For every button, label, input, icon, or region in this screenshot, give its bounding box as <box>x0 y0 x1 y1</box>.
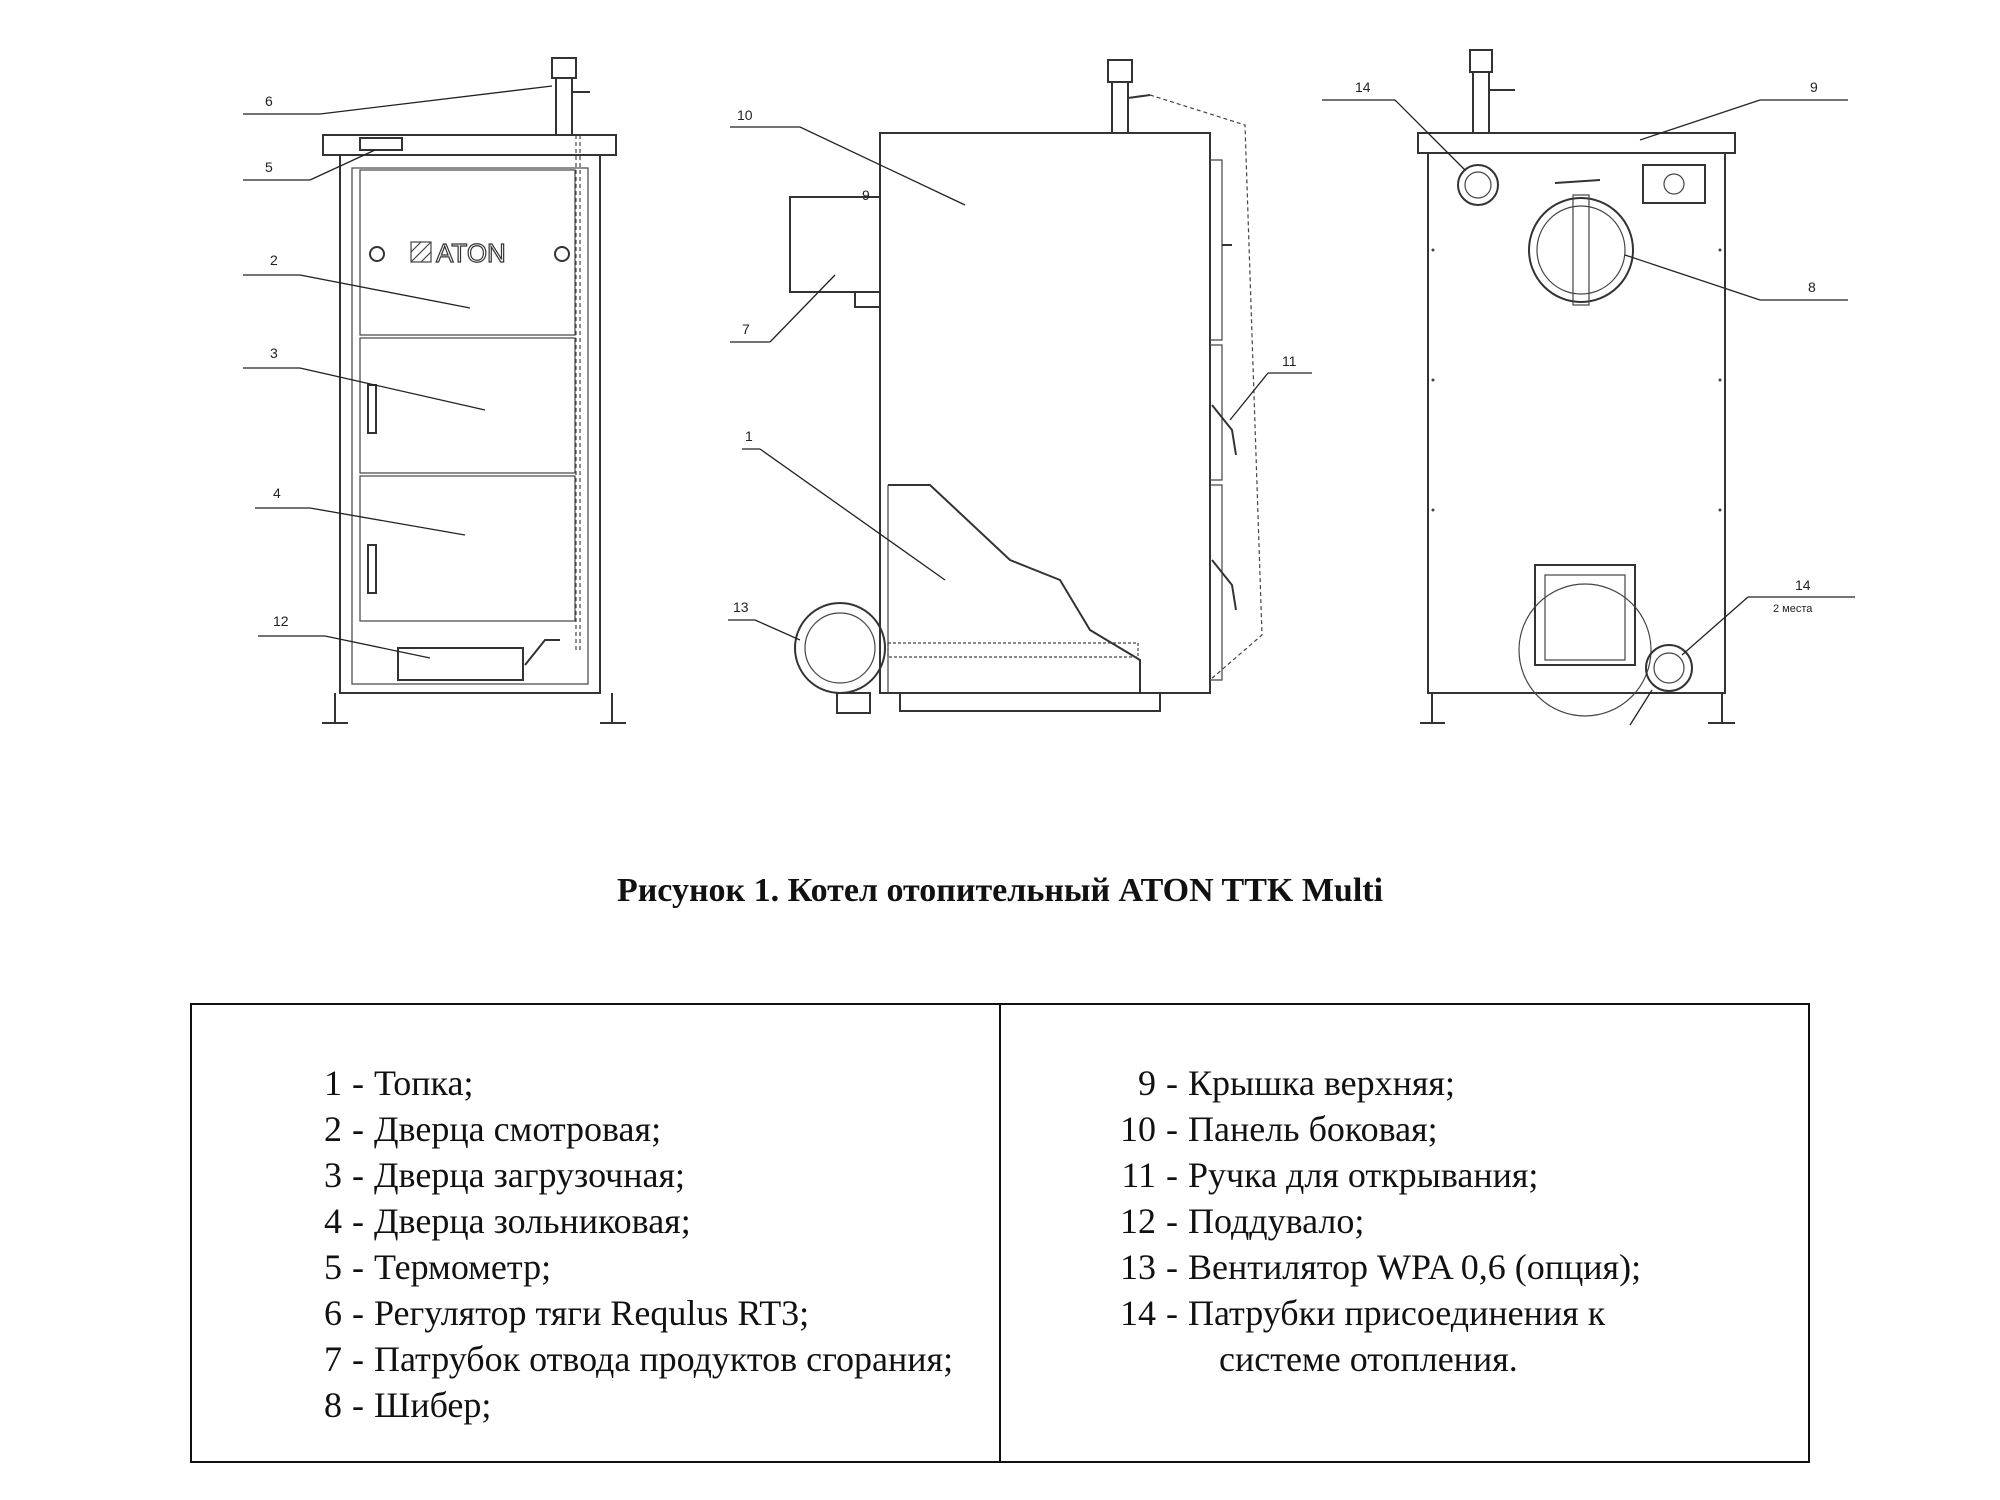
legend-item: 5-Термометр; <box>287 1244 953 1290</box>
legend-item-separator: - <box>1166 1109 1178 1149</box>
legend-item-text: Крышка верхняя; <box>1188 1063 1455 1103</box>
legend-item-separator: - <box>352 1063 364 1103</box>
front-view: ATON 6 5 2 3 4 <box>243 57 626 724</box>
legend-item: 9-Крышка верхняя; <box>1101 1060 1641 1106</box>
front-callout-12: 12 <box>273 613 289 629</box>
side-callout-11: 11 <box>1282 353 1297 369</box>
legend-item: 2-Дверца смотровая; <box>287 1106 953 1152</box>
legend-table: 1-Топка;2-Дверца смотровая;3-Дверца загр… <box>190 1003 1810 1463</box>
legend-item-separator: - <box>1166 1293 1178 1333</box>
legend-item-number: 3 <box>324 1155 342 1195</box>
legend-item-text: Регулятор тяги Requlus RT3; <box>374 1293 810 1333</box>
legend-item-number: 7 <box>324 1339 342 1379</box>
aton-logo-text: ATON <box>436 238 506 268</box>
legend-item-separator: - <box>352 1155 364 1195</box>
legend-item: 12-Поддувало; <box>1101 1198 1641 1244</box>
side-callout-10: 10 <box>737 107 753 123</box>
legend-item: 7-Патрубок отвода продуктов сгорания; <box>287 1336 953 1382</box>
legend-item-text: Дверца смотровая; <box>374 1109 662 1149</box>
legend-item-number: 1 <box>324 1063 342 1103</box>
legend-right-column: 9-Крышка верхняя;10-Панель боковая;11-Ру… <box>1001 1005 1808 1461</box>
legend-right-list: 9-Крышка верхняя;10-Панель боковая;11-Ру… <box>1101 1060 1641 1382</box>
legend-item-text: Вентилятор WPA 0,6 (опция); <box>1188 1247 1642 1287</box>
legend-item-separator: - <box>352 1385 364 1425</box>
legend-item: 11-Ручка для открывания; <box>1101 1152 1641 1198</box>
legend-item-number: 11 <box>1121 1155 1156 1195</box>
thermometer-icon <box>359 137 403 151</box>
back-view: 14 9 8 14 2 места <box>1322 49 1855 726</box>
legend-item: 6-Регулятор тяги Requlus RT3; <box>287 1290 953 1336</box>
legend-item-text: Шибер; <box>374 1385 492 1425</box>
legend-item-text: Ручка для открывания; <box>1188 1155 1539 1195</box>
legend-item-text: Топка; <box>374 1063 474 1103</box>
front-callout-4: 4 <box>273 485 281 501</box>
side-callout-7: 7 <box>742 321 750 337</box>
front-callout-2: 2 <box>270 252 278 268</box>
legend-left-list: 1-Топка;2-Дверца смотровая;3-Дверца загр… <box>287 1060 953 1428</box>
legend-item: 4-Дверца зольниковая; <box>287 1198 953 1244</box>
legend-item-text: Патрубок отвода продуктов сгорания; <box>374 1339 954 1379</box>
side-callout-9: 9 <box>862 187 870 203</box>
legend-item-text: Панель боковая; <box>1188 1109 1438 1149</box>
legend-item: 1-Топка; <box>287 1060 953 1106</box>
side-callout-1: 1 <box>745 428 753 444</box>
legend-item-separator: - <box>352 1293 364 1333</box>
legend-item-separator: - <box>352 1247 364 1287</box>
legend-item-text: Патрубки присоединения к <box>1188 1293 1606 1333</box>
legend-item-number: 14 <box>1120 1293 1156 1333</box>
legend-item-text: Термометр; <box>374 1247 552 1287</box>
legend-item-number: 8 <box>324 1385 342 1425</box>
legend-item-text: Дверца загрузочная; <box>374 1155 686 1195</box>
side-callout-13: 13 <box>733 599 749 615</box>
front-callout-5: 5 <box>265 159 273 175</box>
legend-item-text: Поддувало; <box>1188 1201 1365 1241</box>
legend-item-text: Дверца зольниковая; <box>374 1201 691 1241</box>
legend-item-separator: - <box>1166 1063 1178 1103</box>
back-callout-14-top: 14 <box>1355 79 1371 95</box>
legend-item: 10-Панель боковая; <box>1101 1106 1641 1152</box>
figure-caption: Рисунок 1. Котел отопительный ATON TTK M… <box>616 872 1384 909</box>
aton-logo: ATON <box>410 237 506 269</box>
legend-item: 13-Вентилятор WPA 0,6 (опция); <box>1101 1244 1641 1290</box>
side-view: 10 9 7 1 13 11 <box>728 59 1312 714</box>
legend-item-separator: - <box>1166 1247 1178 1287</box>
legend-item-separator: - <box>1166 1201 1178 1241</box>
legend-item-number: 10 <box>1120 1109 1156 1149</box>
legend-item-number: 12 <box>1120 1201 1156 1241</box>
legend-item-number: 6 <box>324 1293 342 1333</box>
legend-item-number: 13 <box>1120 1247 1156 1287</box>
legend-item-separator: - <box>1166 1155 1178 1195</box>
legend-left-column: 1-Топка;2-Дверца смотровая;3-Дверца загр… <box>192 1005 1001 1461</box>
front-callout-6: 6 <box>265 93 273 109</box>
back-callout-9: 9 <box>1810 79 1818 95</box>
legend-item: 8-Шибер; <box>287 1382 953 1428</box>
legend-item: 14-Патрубки присоединения к <box>1101 1290 1641 1336</box>
back-callout-8: 8 <box>1808 279 1816 295</box>
back-callout-note: 2 места <box>1773 603 1813 615</box>
legend-item-separator: - <box>352 1339 364 1379</box>
legend-item-number: 5 <box>324 1247 342 1287</box>
legend-item-continuation: системе отопления. <box>1219 1339 1518 1379</box>
legend-item: 3-Дверца загрузочная; <box>287 1152 953 1198</box>
legend-item-separator: - <box>352 1201 364 1241</box>
legend-item-number: 4 <box>324 1201 342 1241</box>
back-callout-14-bottom: 14 <box>1795 577 1811 593</box>
legend-item-number: 2 <box>324 1109 342 1149</box>
front-callout-3: 3 <box>270 345 278 361</box>
legend-item-separator: - <box>352 1109 364 1149</box>
boiler-technical-drawing: ATON 6 5 2 3 4 <box>243 49 1855 726</box>
legend-item-number: 9 <box>1138 1063 1156 1103</box>
